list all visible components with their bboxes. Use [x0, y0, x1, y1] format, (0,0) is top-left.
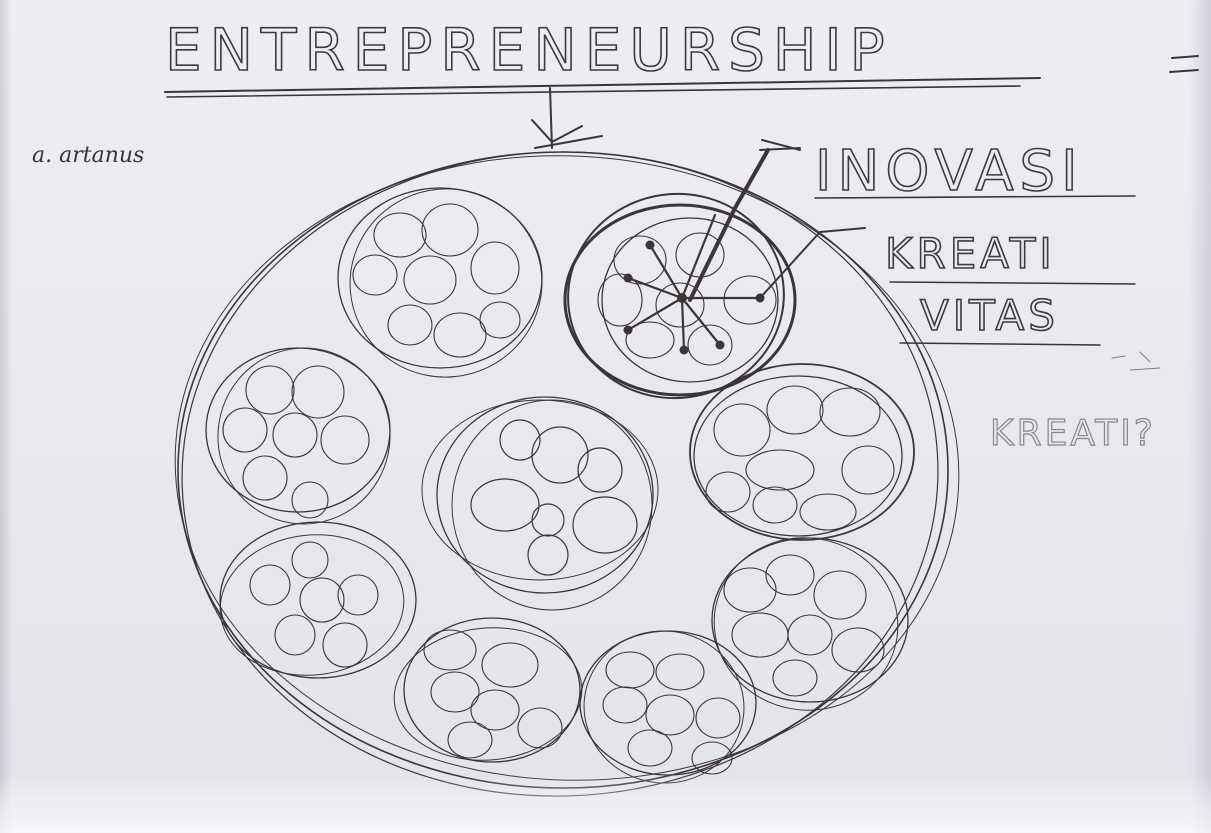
cell-center	[421, 396, 659, 611]
cell-top-left	[337, 187, 543, 378]
cell-bottom-left	[219, 521, 417, 679]
cell-right	[689, 363, 915, 541]
cell-bottom-center-left	[393, 617, 583, 763]
cell-left	[205, 347, 391, 525]
cell-bottom-center-right	[579, 630, 757, 784]
innovation-pointer	[688, 139, 801, 302]
diagram-title: ENTREPRENEURSHIP	[165, 16, 893, 84]
outer-circle	[174, 151, 960, 797]
paper-right-edge-shadow	[1189, 0, 1211, 833]
title-underline-second	[166, 85, 1021, 98]
title-underline	[164, 77, 1041, 93]
cell-top-right-highlighted	[563, 192, 797, 400]
title-arrow	[531, 87, 603, 149]
author-signature: a. artanus	[32, 143, 144, 168]
label-inovasi-underline	[814, 195, 1136, 199]
creativity-pointer	[759, 227, 866, 299]
label-inovasi: INOVASI	[815, 139, 1084, 204]
faint-note-kreativitas: KREATI?	[990, 413, 1156, 454]
connection-star	[623, 213, 765, 355]
equals-mark	[1169, 55, 1199, 73]
label-kreativitas-line1: KREATI	[885, 229, 1056, 278]
faint-marks	[1111, 351, 1161, 371]
cell-bottom-right	[711, 537, 909, 711]
label-kreativitas-line2: VITAS	[920, 291, 1059, 340]
label-vitas-underline	[899, 342, 1101, 346]
paper-bottom-fade	[0, 773, 1211, 833]
label-kreativitas-underline	[889, 281, 1136, 285]
paper-left-edge-shadow	[0, 0, 12, 833]
